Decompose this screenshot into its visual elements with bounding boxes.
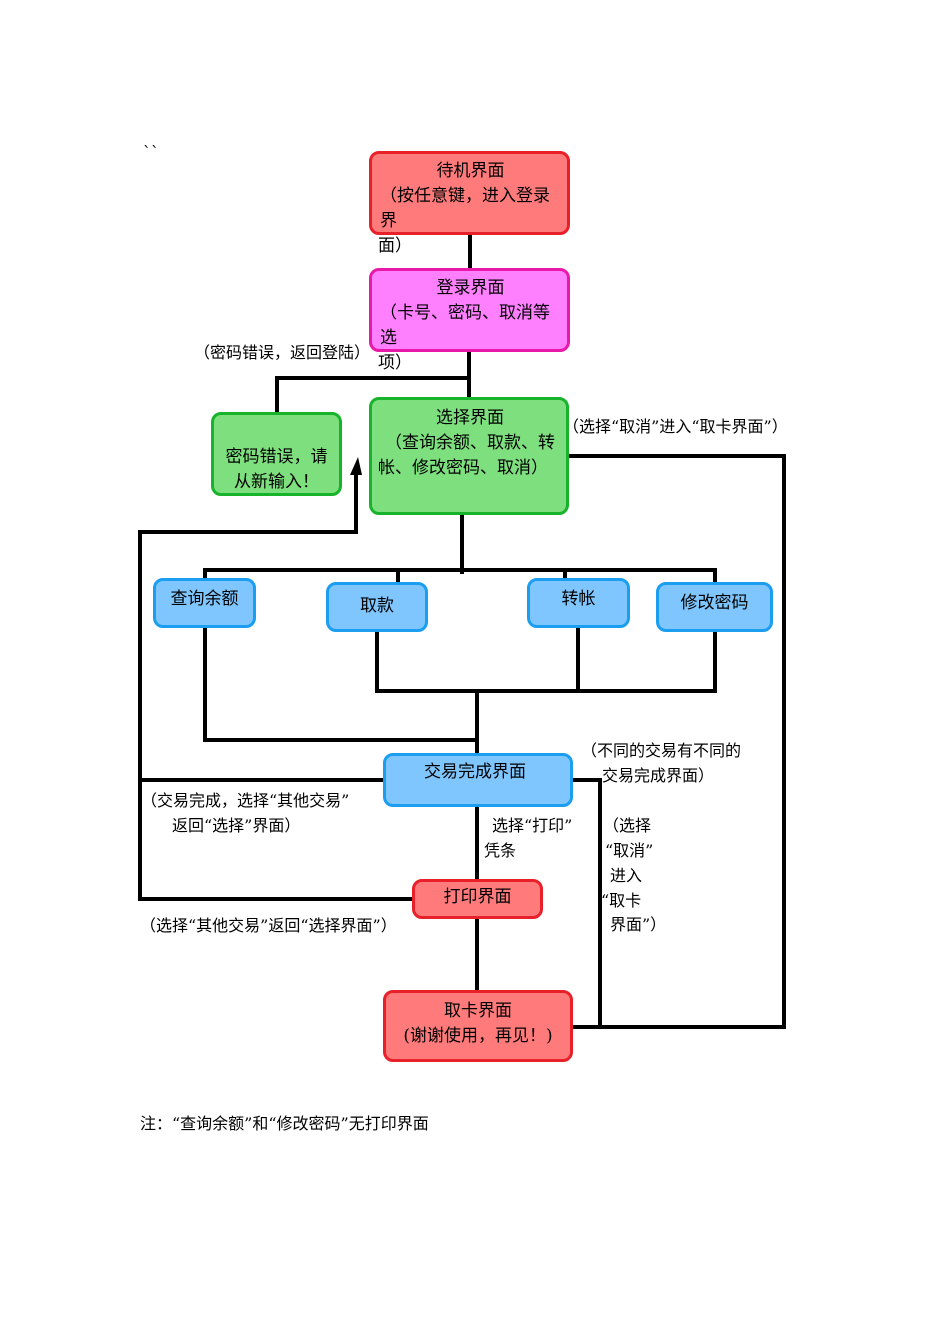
annotation-choose-print-2: 凭条 <box>484 841 517 860</box>
select-desc-line1: （查询余额、取款、转 <box>385 433 555 453</box>
print-screen-node: 打印界面 <box>412 879 543 919</box>
annotation-print-back: （选择“其他交易”返回“选择界面”） <box>140 916 397 935</box>
login-screen-node: 登录界面 （卡号、密码、取消等选 项） <box>369 268 570 373</box>
balance-label: 查询余额 <box>170 589 239 609</box>
select-title: 选择界面 <box>436 408 504 428</box>
standby-title: 待机界面 <box>436 161 505 181</box>
take-card-title: 取卡界面 <box>444 1001 512 1021</box>
arrowhead-select <box>350 457 362 475</box>
print-label: 打印界面 <box>443 887 512 907</box>
edge-complete-back-select <box>138 468 386 782</box>
edge-withdraw-complete <box>375 629 717 693</box>
annotation-different-transactions-2: 交易完成界面） <box>602 766 715 785</box>
select-screen-node: 选择界面 （查询余额、取款、转 帐、修改密码、取消） <box>369 397 569 515</box>
pwd-error-line1: 密码错误，请 <box>225 447 328 467</box>
complete-label: 交易完成界面 <box>424 762 526 782</box>
withdraw-node: 取款 <box>326 582 428 632</box>
balance-inquiry-node: 查询余额 <box>153 578 256 628</box>
annotation-other-transaction-1: （交易完成，选择“其他交易” <box>141 791 350 810</box>
password-error-node: 密码错误，请 从新输入！ <box>211 412 342 496</box>
take-card-desc: (谢谢使用，再见！) <box>403 1026 553 1046</box>
login-desc-line2: 项） <box>378 353 412 373</box>
annotation-other-transaction-2: 返回“选择”界面） <box>172 816 301 835</box>
transaction-complete-node: 交易完成界面 <box>383 753 573 807</box>
annotation-cancel-side-1: （选择 <box>603 816 652 835</box>
edge-login-pwd-error <box>275 376 471 414</box>
edge-complete-cancel-takecard <box>569 778 602 1029</box>
annotation-select-cancel: （选择“取消”进入“取卡界面”） <box>563 417 788 436</box>
edge-balance-complete <box>203 625 479 742</box>
annotation-cancel-side-3: 进入 <box>610 866 643 885</box>
standby-screen-node: 待机界面 （按任意键，进入登录界 面） <box>369 151 570 256</box>
annotation-password-wrong: （密码错误，返回登陆） <box>194 343 371 362</box>
annotation-cancel-side-2: “取消” <box>605 841 654 860</box>
login-title: 登录界面 <box>436 278 505 298</box>
change-password-node: 修改密码 <box>656 582 773 632</box>
select-desc-line2: 帐、修改密码、取消） <box>378 458 548 478</box>
footnote: 注：“查询余额”和“修改密码”无打印界面 <box>140 1114 429 1133</box>
take-card-node: 取卡界面 (谢谢使用，再见！) <box>383 990 573 1062</box>
edge-select-cancel-takecard <box>566 454 786 1029</box>
change-password-label: 修改密码 <box>680 593 749 613</box>
transfer-node: 转帐 <box>527 578 630 628</box>
annotation-cancel-side-4: “取卡 <box>601 891 642 910</box>
annotation-choose-print-1: 选择“打印” <box>492 816 573 835</box>
annotation-cancel-side-5: 界面”） <box>610 915 667 934</box>
annotation-different-transactions-1: （不同的交易有不同的 <box>581 741 742 760</box>
corner-mark: `` <box>143 143 159 162</box>
pwd-error-line2: 从新输入！ <box>234 472 319 492</box>
standby-desc-line1: （按任意键，进入登录界 <box>380 186 550 231</box>
withdraw-label: 取款 <box>360 596 394 616</box>
transfer-label: 转帐 <box>561 589 596 609</box>
edge-print-back <box>138 778 415 901</box>
login-desc-line1: （卡号、密码、取消等选 <box>380 303 550 348</box>
standby-desc-line2: 面） <box>378 236 412 256</box>
